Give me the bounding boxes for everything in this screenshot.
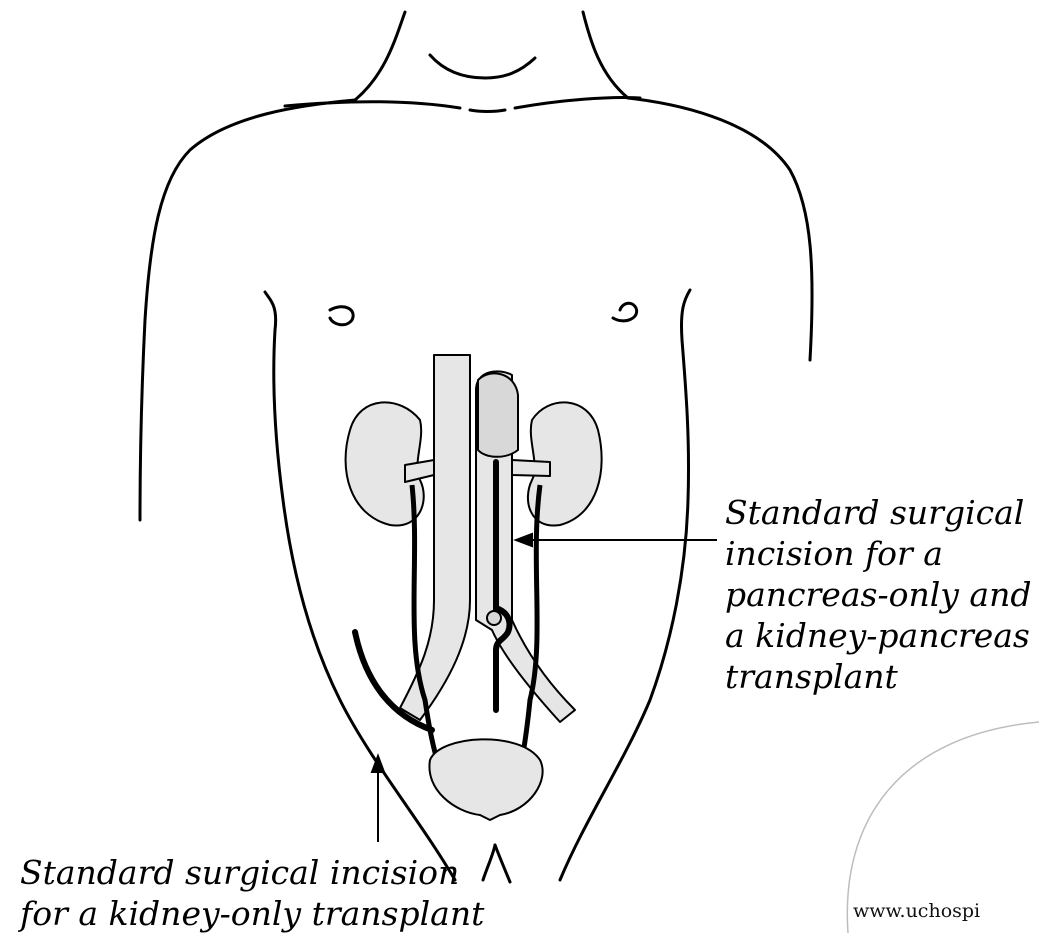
organs — [346, 355, 602, 820]
right-ureter — [520, 485, 540, 770]
neck-left — [355, 12, 405, 100]
left-torso-side — [265, 292, 455, 880]
throat-notch — [430, 55, 535, 78]
left-renal-vessel — [405, 460, 434, 482]
label-line: pancreas-only and — [725, 574, 1031, 615]
pancreas-arrow-head — [516, 534, 532, 546]
label-line: Standard surgical — [725, 492, 1031, 533]
watermark-url: www.uchospi — [853, 900, 980, 922]
label-line: transplant — [725, 656, 1031, 697]
left-nipple — [330, 307, 353, 325]
label-line: incision for a — [725, 533, 1031, 574]
neck-right — [583, 12, 628, 98]
umbilicus — [487, 611, 501, 625]
groin-left — [483, 845, 495, 880]
label-line: a kidney-pancreas — [725, 615, 1031, 656]
pancreas-incision-label: Standard surgical incision for a pancrea… — [725, 492, 1031, 697]
right-shoulder-arm — [628, 98, 812, 360]
label-line: for a kidney-only transplant — [20, 893, 484, 934]
groin-right — [495, 845, 510, 882]
label-line: Standard surgical incision — [20, 852, 484, 893]
right-torso-side — [560, 290, 690, 880]
right-nipple — [613, 303, 637, 321]
right-renal-vessel — [512, 460, 550, 476]
bladder — [429, 739, 542, 820]
kidney-incision-label: Standard surgical incision for a kidney-… — [20, 852, 484, 934]
pancreas-blob — [478, 373, 518, 456]
left-shoulder-arm — [140, 100, 355, 520]
collarbone-right — [515, 97, 640, 108]
collarbone-center — [470, 110, 505, 112]
